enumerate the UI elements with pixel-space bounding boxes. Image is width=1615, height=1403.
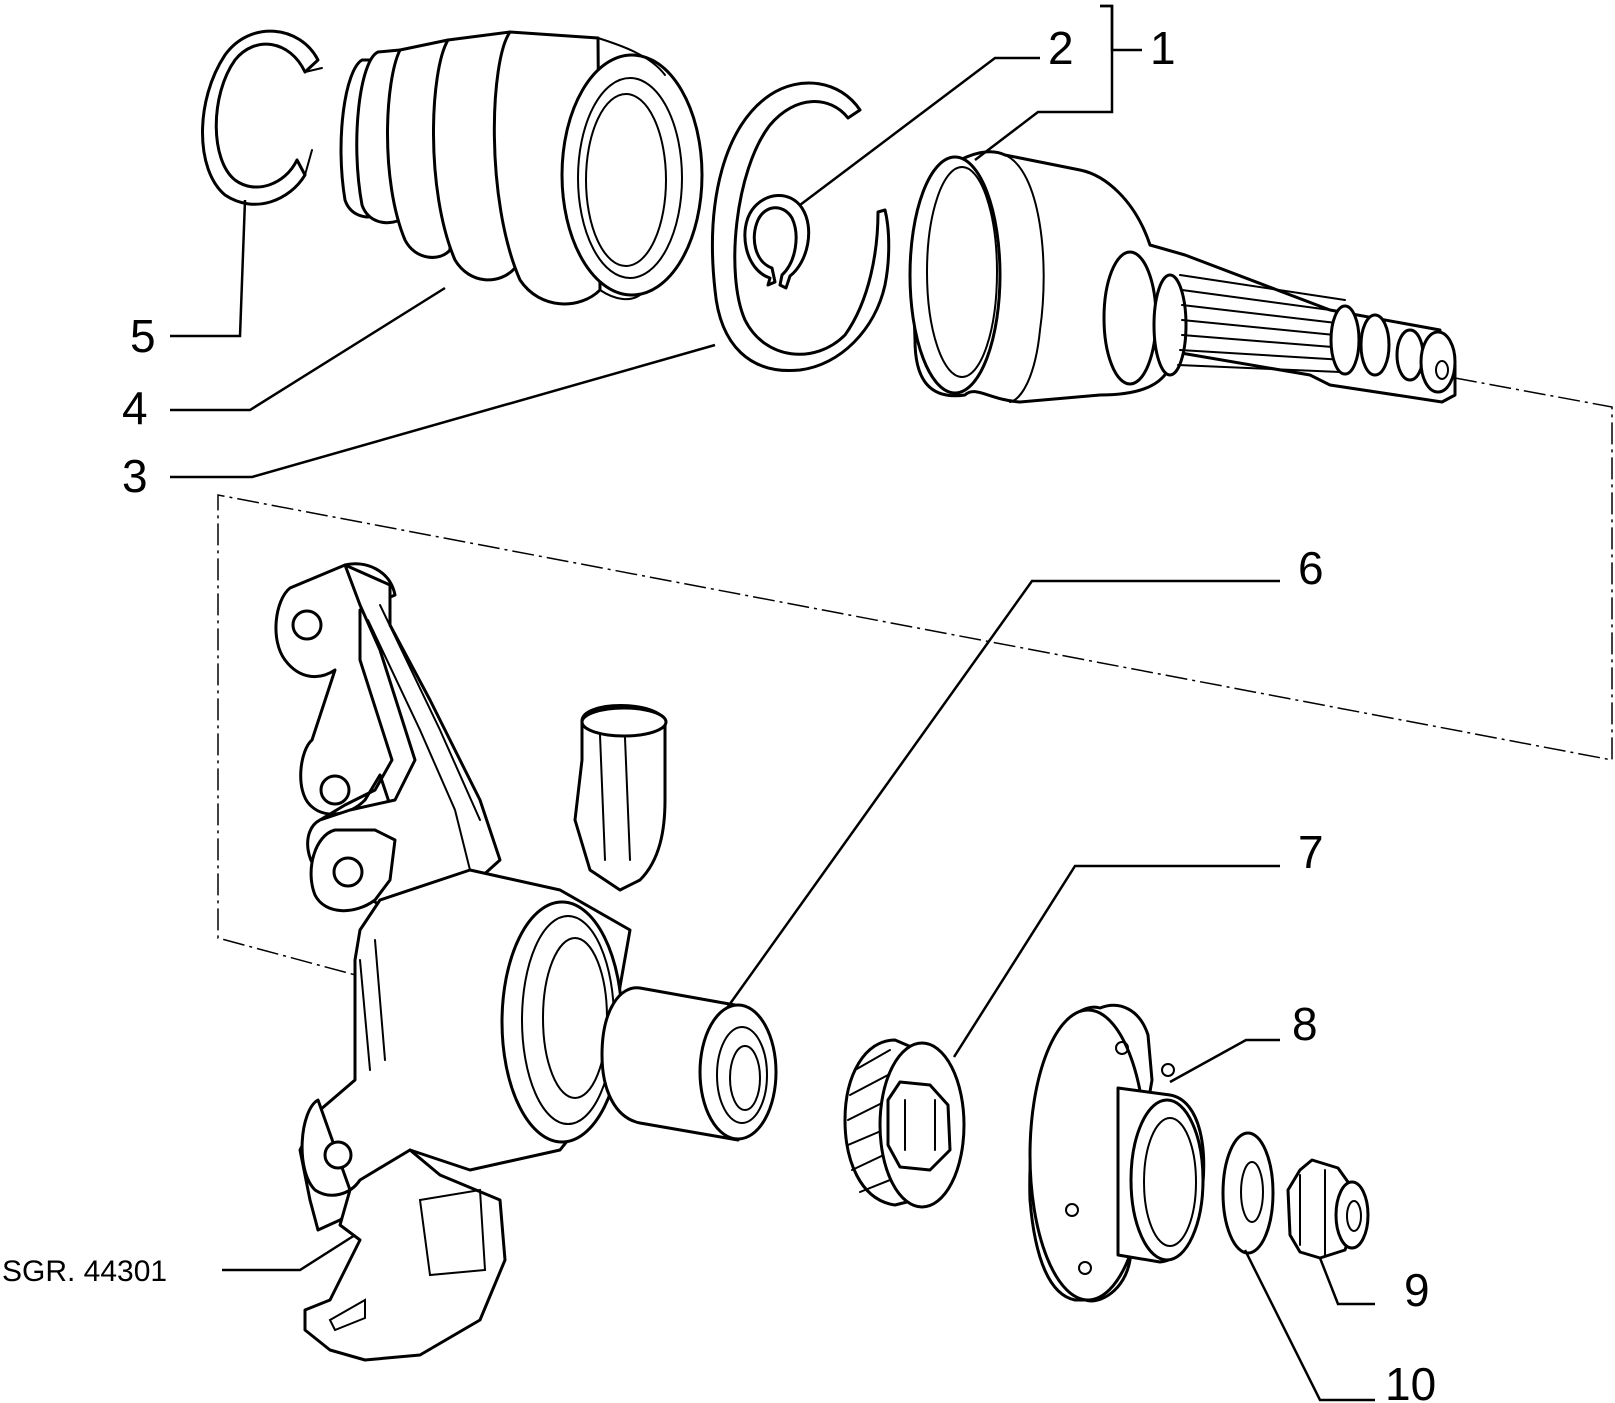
leader-1 (1100, 4, 1142, 52)
part-10-washer (1221, 1131, 1275, 1255)
leader-9 (1318, 1257, 1375, 1306)
callout-4: 4 (122, 382, 148, 434)
part-4-cv-boot (339, 30, 704, 306)
part-9-hub-nut (1286, 1158, 1370, 1260)
leader-lines (170, 4, 1375, 1402)
callout-9: 9 (1404, 1264, 1430, 1316)
leader-4 (170, 286, 446, 412)
steering-knuckle (274, 562, 668, 1362)
part-3-large-snap-ring (711, 81, 891, 373)
callout-3: 3 (122, 450, 148, 502)
leader-6 (725, 579, 1280, 1009)
part-7-ring-nut (843, 1038, 966, 1209)
callout-8: 8 (1292, 998, 1318, 1050)
leader-drawno (222, 1233, 356, 1272)
callout-7: 7 (1298, 826, 1324, 878)
part-5-clamp-ring (201, 29, 323, 206)
leader-10 (1243, 1249, 1375, 1402)
leader-5 (170, 199, 247, 338)
callout-labels: 1 2 3 4 5 6 7 8 9 10 SGR. 44301 (2, 22, 1436, 1403)
callout-2: 2 (1048, 22, 1074, 74)
leader-3 (170, 343, 716, 479)
callout-1: 1 (1150, 22, 1176, 74)
part-6-wheel-bearing (600, 986, 778, 1142)
callout-10: 10 (1385, 1358, 1436, 1403)
part-2-circlip (743, 194, 811, 290)
assembly-axis (217, 377, 1613, 1031)
drawing-number: SGR. 44301 (2, 1255, 167, 1288)
part-1-cv-joint-shaft (908, 150, 1457, 404)
callout-5: 5 (130, 310, 156, 362)
leader-7 (952, 864, 1280, 1058)
part-8-wheel-hub (1028, 1003, 1206, 1303)
leader-2 (799, 56, 1040, 206)
leader-1-bracket (974, 4, 1114, 161)
leader-8 (1169, 1038, 1280, 1084)
callout-6: 6 (1298, 542, 1324, 594)
